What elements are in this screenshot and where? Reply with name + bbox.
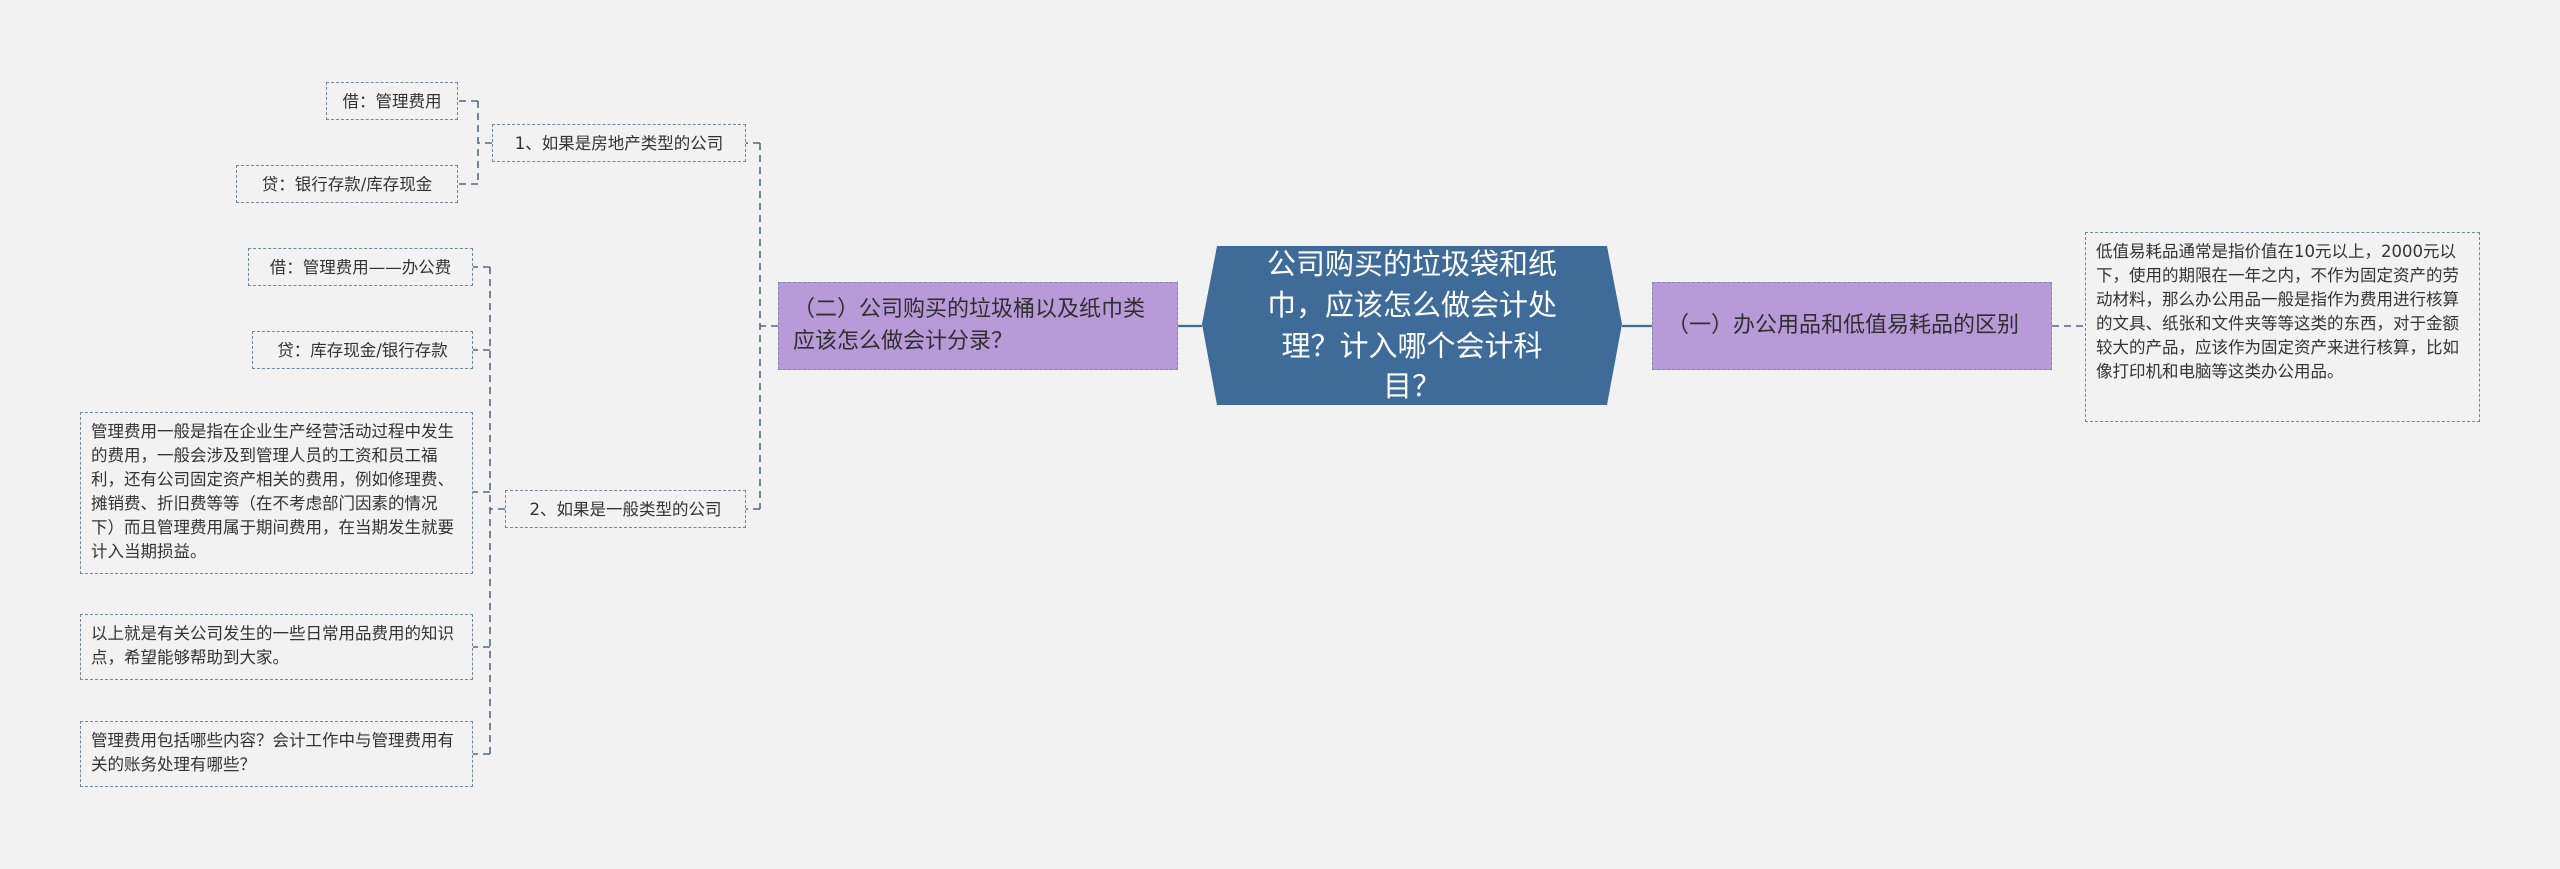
root-node[interactable]: 公司购买的垃圾袋和纸巾，应该怎么做会计处理？计入哪个会计科目？ <box>1217 246 1607 405</box>
leaf-sub2-3-text: 以上就是有关公司发生的一些日常用品费用的知识点，希望能够帮助到大家。 <box>91 624 454 667</box>
leaf-sub2-2-text: 管理费用一般是指在企业生产经营活动过程中发生的费用，一般会涉及到管理人员的工资和… <box>91 422 454 561</box>
leaf-right-text: 低值易耗品通常是指价值在10元以上，2000元以下，使用的期限在一年之内，不作为… <box>2096 242 2459 381</box>
leaf-sub2-0-text: 借：管理费用——办公费 <box>269 258 452 277</box>
root-node-label: 公司购买的垃圾袋和纸巾，应该怎么做会计处理？计入哪个会计科目？ <box>1266 247 1557 404</box>
leaf-node-sub2-4[interactable]: 管理费用包括哪些内容？会计工作中与管理费用有关的账务处理有哪些？ <box>80 721 473 787</box>
leaf-sub2-1-text: 贷：库存现金/银行存款 <box>277 341 448 360</box>
connector-sub1-leaves <box>458 100 492 185</box>
branch-left-label: （二）公司购买的垃圾桶以及纸巾类应该怎么做会计分录？ <box>793 297 1146 354</box>
leaf-sub1-0-text: 借：管理费用 <box>342 92 442 111</box>
leaf-node-sub2-3[interactable]: 以上就是有关公司发生的一些日常用品费用的知识点，希望能够帮助到大家。 <box>80 614 473 680</box>
leaf-node-sub2-2[interactable]: 管理费用一般是指在企业生产经营活动过程中发生的费用，一般会涉及到管理人员的工资和… <box>80 412 473 574</box>
root-node-shape <box>1202 246 1622 405</box>
connector-sub2-leaves <box>473 266 505 755</box>
branch-node-left[interactable]: （二）公司购买的垃圾桶以及纸巾类应该怎么做会计分录？ <box>778 282 1178 370</box>
leaf-node-sub1-0[interactable]: 借：管理费用 <box>326 82 458 120</box>
branch-node-right[interactable]: （一）办公用品和低值易耗品的区别 <box>1652 282 2052 370</box>
sub-node-1-label: 1、如果是房地产类型的公司 <box>514 134 724 153</box>
leaf-node-sub2-0[interactable]: 借：管理费用——办公费 <box>248 248 473 286</box>
sub-node-2-label: 2、如果是一般类型的公司 <box>529 500 722 519</box>
leaf-node-sub2-1[interactable]: 贷：库存现金/银行存款 <box>252 331 473 369</box>
connector-left-subs <box>746 142 778 510</box>
sub-node-2[interactable]: 2、如果是一般类型的公司 <box>505 490 746 528</box>
leaf-node-right[interactable]: 低值易耗品通常是指价值在10元以上，2000元以下，使用的期限在一年之内，不作为… <box>2085 232 2480 422</box>
leaf-node-sub1-1[interactable]: 贷：银行存款/库存现金 <box>236 165 458 203</box>
branch-right-label: （一）办公用品和低值易耗品的区别 <box>1667 313 2020 339</box>
leaf-sub1-1-text: 贷：银行存款/库存现金 <box>261 175 433 194</box>
sub-node-1[interactable]: 1、如果是房地产类型的公司 <box>492 124 746 162</box>
leaf-sub2-4-text: 管理费用包括哪些内容？会计工作中与管理费用有关的账务处理有哪些？ <box>91 731 454 774</box>
